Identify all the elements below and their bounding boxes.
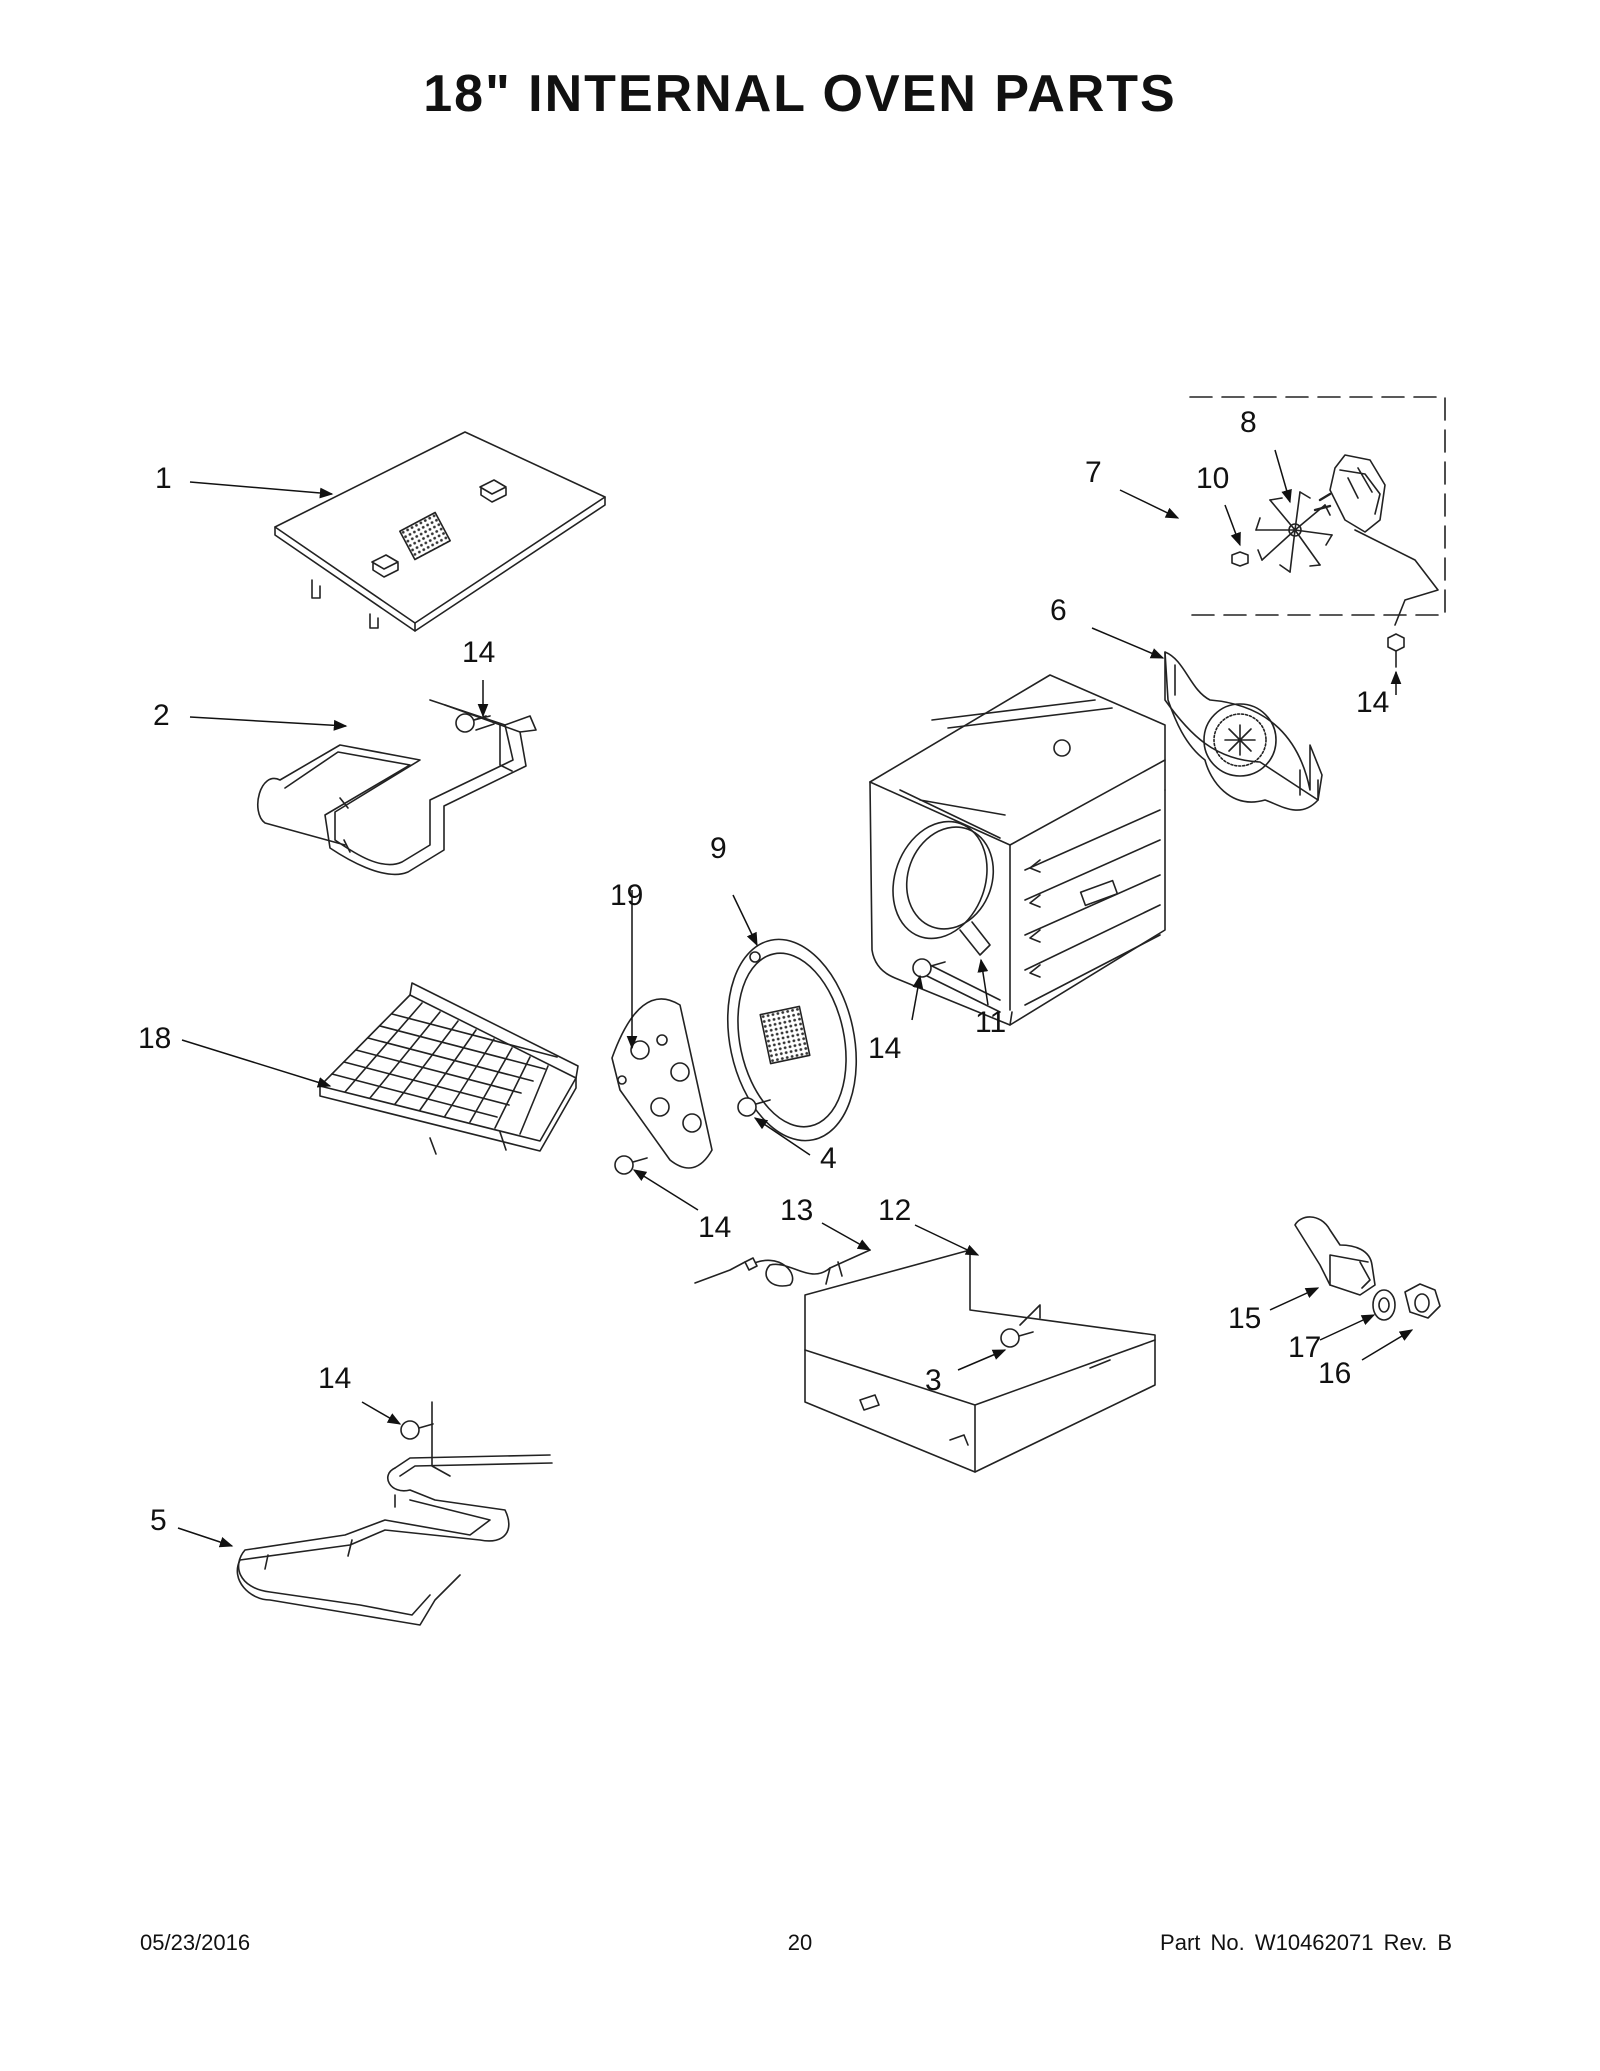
footer-part-number: Part No. W10462071 Rev. B xyxy=(1160,1930,1452,1955)
part-8-fan-blade xyxy=(1255,491,1333,573)
callout-leaders xyxy=(177,449,1414,1548)
callout-10: 10 xyxy=(1196,462,1229,495)
callout-14-baffle: 14 xyxy=(698,1211,731,1244)
screw-part-14-fan-motor xyxy=(1387,633,1405,668)
callout-14-top-element: 14 xyxy=(462,636,495,669)
callout-6: 6 xyxy=(1050,594,1067,627)
part-15-light-socket xyxy=(1294,1216,1376,1296)
footer-date: 05/23/2016 xyxy=(140,1930,251,1955)
part-17-washer xyxy=(1372,1289,1396,1321)
oven-cavity xyxy=(869,674,1166,1026)
part-2-bake-element xyxy=(257,699,537,876)
part-8-fan-motor-assembly xyxy=(1189,396,1446,626)
callout-18: 18 xyxy=(138,1022,171,1055)
callout-7: 7 xyxy=(1085,456,1102,489)
callout-3: 3 xyxy=(925,1364,942,1397)
part-16-lamp-nut xyxy=(1404,1283,1441,1319)
callout-13: 13 xyxy=(780,1194,813,1227)
callout-2: 2 xyxy=(153,699,170,732)
screw-part-4-fan-cover xyxy=(737,1097,771,1117)
screw-part-14-lower-element xyxy=(400,1420,434,1440)
part-13-temperature-probe xyxy=(694,1249,871,1287)
callout-14-fan-motor: 14 xyxy=(1356,686,1389,719)
callout-14-cavity: 14 xyxy=(868,1032,901,1065)
callout-16: 16 xyxy=(1318,1357,1351,1390)
callout-17: 17 xyxy=(1288,1331,1321,1364)
callout-11: 11 xyxy=(975,1006,1006,1039)
screw-part-14-cavity xyxy=(912,958,946,978)
callout-8: 8 xyxy=(1240,406,1257,439)
callout-15: 15 xyxy=(1228,1302,1261,1335)
footer-page-number: 20 xyxy=(787,1930,813,1955)
callout-12: 12 xyxy=(878,1194,911,1227)
callout-9: 9 xyxy=(710,832,727,865)
part-1-top-panel xyxy=(274,431,606,632)
callout-4: 4 xyxy=(820,1142,837,1175)
page-title: 18" INTERNAL OVEN PARTS xyxy=(423,65,1177,123)
part-10-fan-nut xyxy=(1231,551,1249,567)
part-19-baffle-plate xyxy=(611,998,713,1169)
callout-19: 19 xyxy=(610,879,643,912)
callout-1: 1 xyxy=(155,462,172,495)
callout-5: 5 xyxy=(150,1504,167,1537)
part-5-broil-element xyxy=(236,1401,553,1626)
part-18-oven-rack xyxy=(319,982,579,1155)
part-6-fan-frame xyxy=(1164,651,1323,811)
screw-part-14-top-element xyxy=(455,713,491,733)
screw-part-3-tray xyxy=(1000,1328,1034,1348)
part-9-fan-cover xyxy=(726,938,858,1142)
callout-14-lower-element: 14 xyxy=(318,1362,351,1395)
screw-part-14-baffle xyxy=(614,1155,648,1175)
